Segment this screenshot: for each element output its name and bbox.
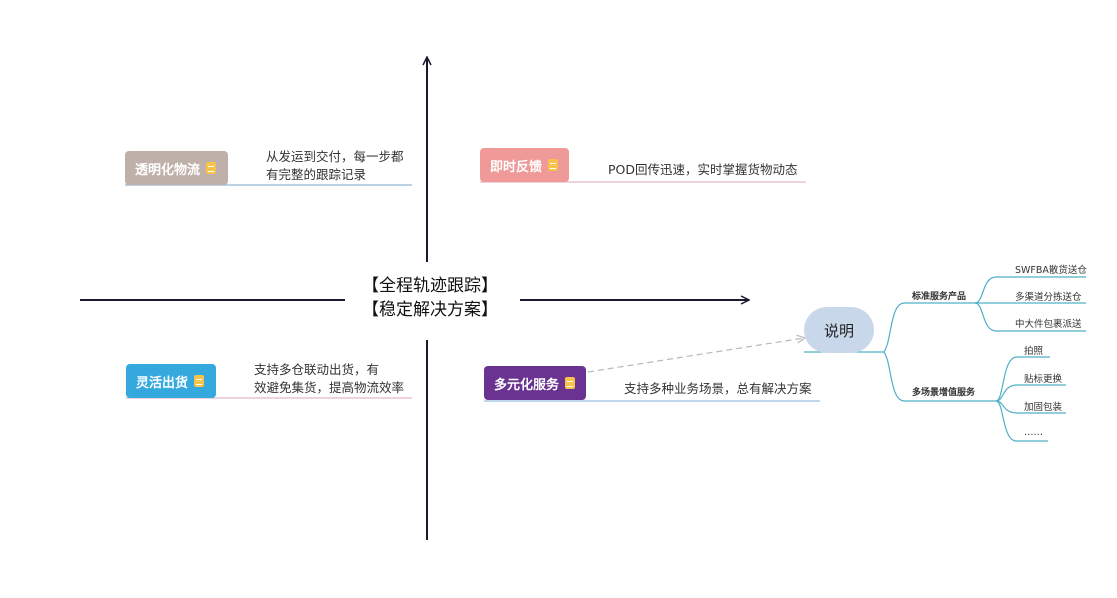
leaf-photo[interactable]: 拍照: [1024, 346, 1044, 357]
topic-label: 即时反馈: [490, 159, 543, 175]
center-title-line1: 【全程轨迹跟踪】: [362, 276, 498, 296]
desc-line: 效避免集货，提高物流效率: [254, 380, 405, 395]
topic-instant-feedback[interactable]: 即时反馈: [480, 148, 569, 182]
center-title: 【全程轨迹跟踪】 【稳定解决方案】: [355, 274, 505, 322]
topic-label: 透明化物流: [135, 162, 201, 178]
topic-desc-diverse: 支持多种业务场景，总有解决方案: [624, 380, 812, 398]
desc-line: 支持多仓联动出货，有: [254, 362, 380, 377]
leaf-reinforce[interactable]: 加固包装: [1024, 402, 1063, 413]
leaf-more[interactable]: ……: [1024, 427, 1043, 438]
topic-desc-transparent: 从发运到交付，每一步都 有完整的跟踪记录: [266, 148, 404, 184]
desc-line: 从发运到交付，每一步都: [266, 149, 404, 164]
explanation-root[interactable]: 说明: [804, 307, 874, 353]
branch-value-added-services[interactable]: 多场景增值服务: [912, 388, 976, 398]
note-icon[interactable]: [206, 162, 217, 174]
topic-flexible-shipping[interactable]: 灵活出货: [126, 364, 216, 398]
topic-diverse-services[interactable]: 多元化服务: [484, 366, 586, 400]
leaf-swfba[interactable]: SWFBA散货送仓: [1015, 265, 1087, 276]
center-title-line2: 【稳定解决方案】: [362, 300, 498, 320]
dashed-link: [587, 338, 804, 373]
note-icon[interactable]: [194, 375, 205, 387]
desc-line: 有完整的跟踪记录: [266, 167, 367, 182]
note-icon[interactable]: [565, 377, 576, 389]
note-icon[interactable]: [548, 159, 559, 171]
leaf-large-parcel[interactable]: 中大件包裹派送: [1015, 319, 1082, 330]
branch-standard-services[interactable]: 标准服务产品: [912, 292, 967, 302]
leaf-relabel[interactable]: 贴标更换: [1024, 374, 1063, 385]
desc-line: POD回传迅速，实时掌握货物动态: [608, 162, 798, 177]
topic-desc-flexible: 支持多仓联动出货，有 效避免集货，提高物流效率: [254, 361, 404, 397]
topic-desc-feedback: POD回传迅速，实时掌握货物动态: [608, 161, 798, 179]
desc-line: 支持多种业务场景，总有解决方案: [624, 381, 812, 396]
topic-transparent-logistics[interactable]: 透明化物流: [125, 151, 228, 185]
topic-label: 多元化服务: [494, 377, 560, 393]
topic-label: 灵活出货: [136, 375, 189, 391]
leaf-multichannel-sorting[interactable]: 多渠道分拣送仓: [1015, 292, 1082, 303]
